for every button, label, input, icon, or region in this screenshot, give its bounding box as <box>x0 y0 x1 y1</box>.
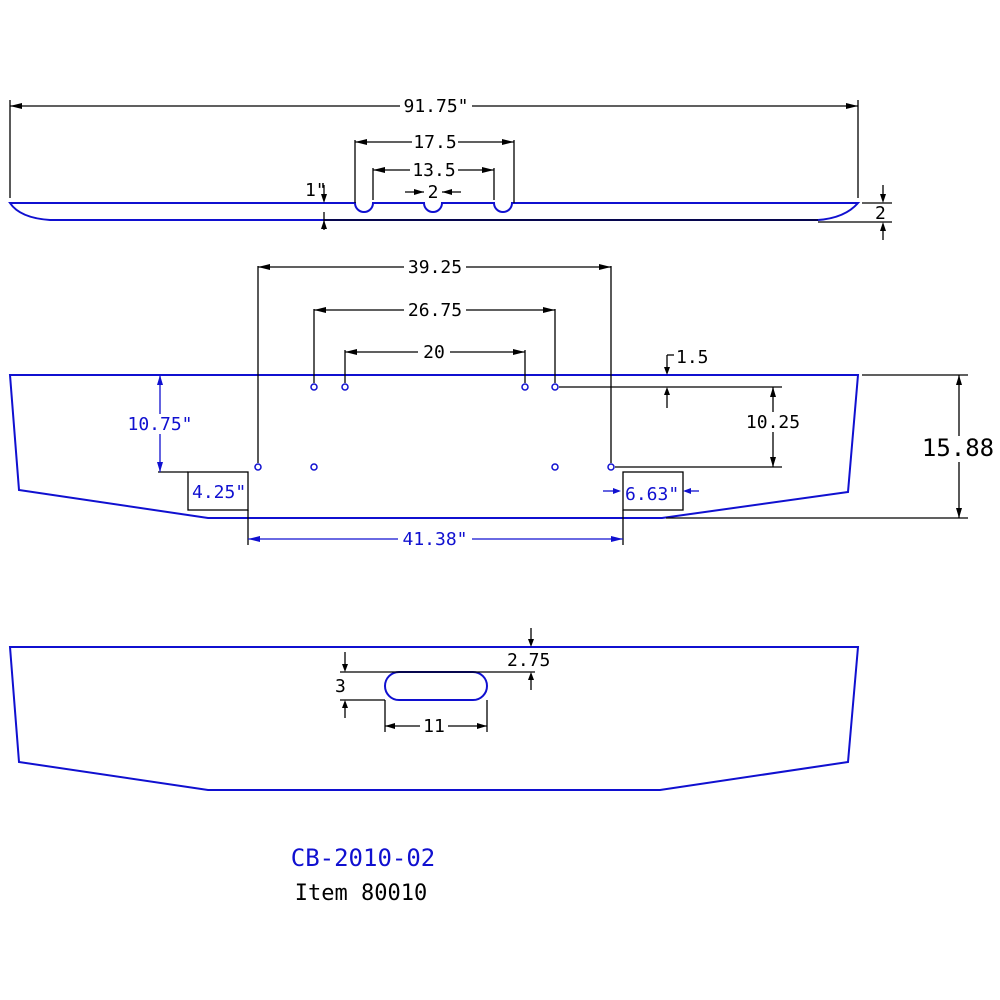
bottom-span-label: 41.38" <box>402 529 467 550</box>
mount-hole <box>551 463 559 471</box>
left-cutout <box>187 471 249 511</box>
label-bg <box>400 96 472 116</box>
back-view-outline <box>8 646 860 791</box>
mount-hole <box>607 463 615 471</box>
left-cutout-label: 4.25" <box>192 482 246 503</box>
mount-hole <box>310 383 318 391</box>
right-cutout <box>622 471 684 511</box>
top-offset-label: 1.5 <box>676 347 709 368</box>
center-notch-label: 2 <box>428 182 439 203</box>
back-view: 2.75 3 11 <box>8 628 860 791</box>
mount-hole <box>310 463 318 471</box>
slot-height-label: 3 <box>335 676 346 697</box>
arrowheads <box>880 194 886 231</box>
front-view: 4.25" 6.63" 39.25 26.75 20 <box>8 257 996 550</box>
inner-spacing-label: 13.5 <box>412 160 455 181</box>
item-number: Item 80010 <box>295 881 427 906</box>
arrowheads <box>157 375 163 472</box>
arrowheads <box>321 194 327 229</box>
arrowheads <box>414 189 452 195</box>
height-label: 2 <box>875 203 886 224</box>
right-height-label: 10.25 <box>746 412 800 433</box>
middle-holes-label: 26.75 <box>408 300 462 321</box>
mount-hole <box>341 383 349 391</box>
outer-holes-label: 39.25 <box>408 257 462 278</box>
label-bg <box>418 342 450 362</box>
overall-width-label: 91.75" <box>403 96 468 117</box>
label-bg <box>746 412 800 432</box>
outer-spacing-label: 17.5 <box>413 132 456 153</box>
left-height-label: 10.75" <box>127 414 192 435</box>
label-bg <box>412 132 458 152</box>
mount-hole <box>521 383 529 391</box>
part-number: CB-2010-02 <box>291 844 436 872</box>
inner-holes-label: 20 <box>423 342 445 363</box>
center-slot <box>384 671 488 701</box>
total-height-label: 15.88 <box>922 434 994 462</box>
front-view-outline <box>8 374 860 519</box>
label-bg <box>404 257 466 277</box>
label-bg <box>410 160 458 180</box>
mount-hole <box>551 383 559 391</box>
slot-offset-label: 2.75 <box>507 650 550 671</box>
label-bg <box>398 529 472 549</box>
label-bg <box>128 414 192 434</box>
top-view: 91.75" 17.5 13.5 2 1" 2 <box>8 96 892 240</box>
arrowheads <box>664 367 670 395</box>
label-bg <box>420 716 448 736</box>
label-bg <box>404 300 466 320</box>
label-bg <box>920 436 996 462</box>
notch-depth-label: 1" <box>305 180 327 201</box>
slot-width-label: 11 <box>423 716 445 737</box>
mount-hole <box>254 463 262 471</box>
right-cutout-label: 6.63" <box>625 484 679 505</box>
top-view-outline <box>8 202 861 221</box>
